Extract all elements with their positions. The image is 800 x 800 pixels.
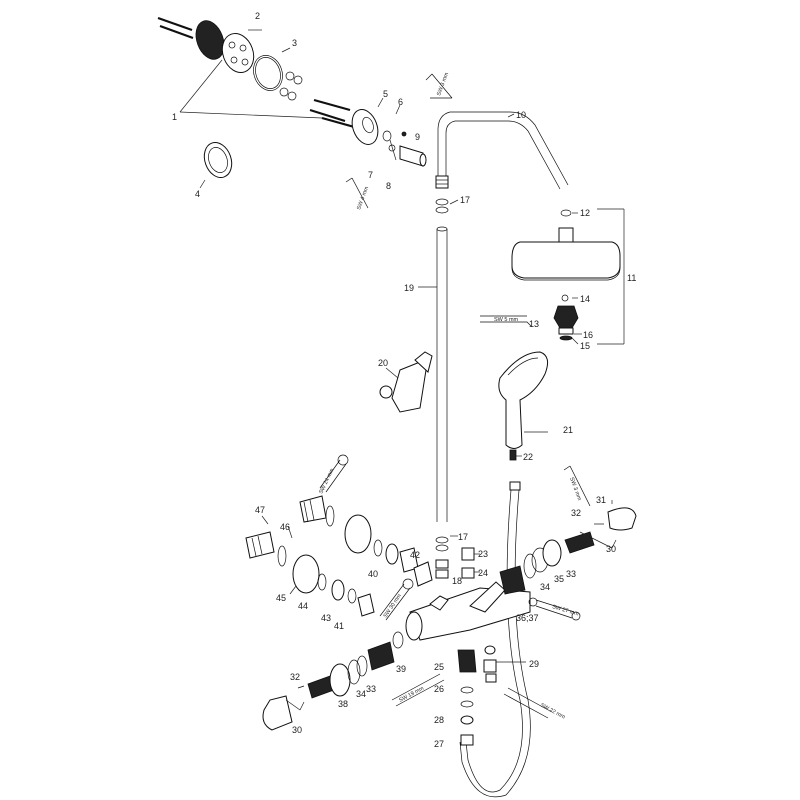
callout-25: 25 [434, 662, 444, 672]
callout-4: 4 [195, 189, 200, 199]
callout-2: 2 [255, 11, 260, 21]
callout-32-left: 32 [290, 672, 300, 682]
shower-arm-part-10 [435, 111, 569, 190]
callout-26: 26 [434, 684, 444, 694]
wrench-sw24: SW 24 mm [318, 454, 349, 495]
wall-connector-parts-5-9 [351, 97, 427, 167]
overhead-shower-part-11 [511, 208, 625, 345]
callout-17-lower: 17 [458, 532, 468, 542]
callout-19: 19 [404, 283, 414, 293]
callout-30-left: 30 [292, 725, 302, 735]
shower-head-cartridge-parts-13-16: SW 5 mm [480, 294, 582, 345]
tool-label-sw22: SW 22 mm [539, 702, 566, 720]
callout-24: 24 [478, 568, 488, 578]
riser-pipe-part-19 [418, 226, 448, 522]
tool-label-sw30: SW 30 mm [383, 593, 403, 619]
callout-15: 15 [580, 341, 590, 351]
wall-plate-part-2 [195, 20, 262, 73]
callout-13: 13 [529, 319, 539, 329]
screws-part-1 [157, 16, 359, 130]
callout-1: 1 [172, 112, 177, 122]
callout-21: 21 [563, 425, 573, 435]
callout-27: 27 [434, 739, 444, 749]
callout-18: 18 [452, 576, 462, 586]
callout-31: 31 [596, 495, 606, 505]
hand-shower-part-21 [498, 351, 549, 449]
callout-38: 38 [338, 699, 348, 709]
hex-key-sw4: SW 4 mm [345, 177, 370, 211]
callout-20: 20 [378, 358, 388, 368]
diverter-parts-25-29 [457, 645, 526, 746]
callout-14: 14 [580, 294, 590, 304]
shower-holder-part-20 [379, 351, 433, 413]
wrench-sw30: SW 30 mm [379, 578, 414, 621]
callout-34-right: 34 [540, 582, 550, 592]
callout-33-left: 33 [366, 684, 376, 694]
callout-41: 41 [334, 621, 344, 631]
callout-39: 39 [396, 664, 406, 674]
wrench-sw22: SW 22 mm [503, 687, 566, 721]
callout-23: 23 [478, 549, 488, 559]
callout-32-right: 32 [571, 508, 581, 518]
o-ring-part-3 [253, 47, 303, 101]
hex-key-sw3-top: SW 3 mm [425, 72, 453, 99]
callout-17-upper: 17 [460, 195, 470, 205]
callout-36-37: 36;37 [516, 613, 539, 623]
callout-7: 7 [368, 170, 373, 180]
callout-30-right: 30 [606, 544, 616, 554]
tool-label-sw3-right: SW 3 mm [568, 477, 582, 502]
tool-label-sw5: SW 5 mm [494, 317, 519, 323]
callout-44: 44 [298, 601, 308, 611]
rosette-part-4 [199, 142, 233, 189]
callout-47: 47 [255, 505, 265, 515]
callout-45: 45 [276, 593, 286, 603]
callout-9: 9 [415, 132, 420, 142]
callout-34-left: 34 [356, 689, 366, 699]
left-handle-parts-30-39 [262, 631, 404, 731]
hex-key-sw3-right: SW 3 mm [563, 465, 591, 507]
callout-3: 3 [292, 38, 297, 48]
shower-hose-part-27 [459, 481, 531, 798]
callout-22: 22 [523, 452, 533, 462]
callout-29: 29 [529, 659, 539, 669]
thermostat-body [405, 581, 531, 641]
right-handle-parts-30-35 [499, 500, 637, 595]
callout-labels: 1 2 3 4 5 6 7 8 9 10 11 12 13 14 15 16 1… [172, 11, 636, 749]
callout-46: 46 [280, 522, 290, 532]
callout-43: 43 [321, 613, 331, 623]
callout-6: 6 [398, 97, 403, 107]
callout-16: 16 [583, 330, 593, 340]
left-valves-parts-40-47 [245, 495, 433, 617]
callout-35: 35 [554, 574, 564, 584]
callout-11: 11 [627, 273, 636, 283]
callout-33-right: 33 [566, 569, 576, 579]
callout-5: 5 [383, 89, 388, 99]
callout-40: 40 [368, 569, 378, 579]
seals-parts-17-18-23-24 [435, 535, 480, 579]
callout-10: 10 [516, 110, 526, 120]
callout-12: 12 [580, 208, 590, 218]
callout-28: 28 [434, 715, 444, 725]
callout-42: 42 [410, 550, 420, 560]
callout-8: 8 [386, 181, 391, 191]
flow-restrictor-part-22 [509, 449, 522, 461]
seal-part-17-upper [435, 198, 459, 214]
